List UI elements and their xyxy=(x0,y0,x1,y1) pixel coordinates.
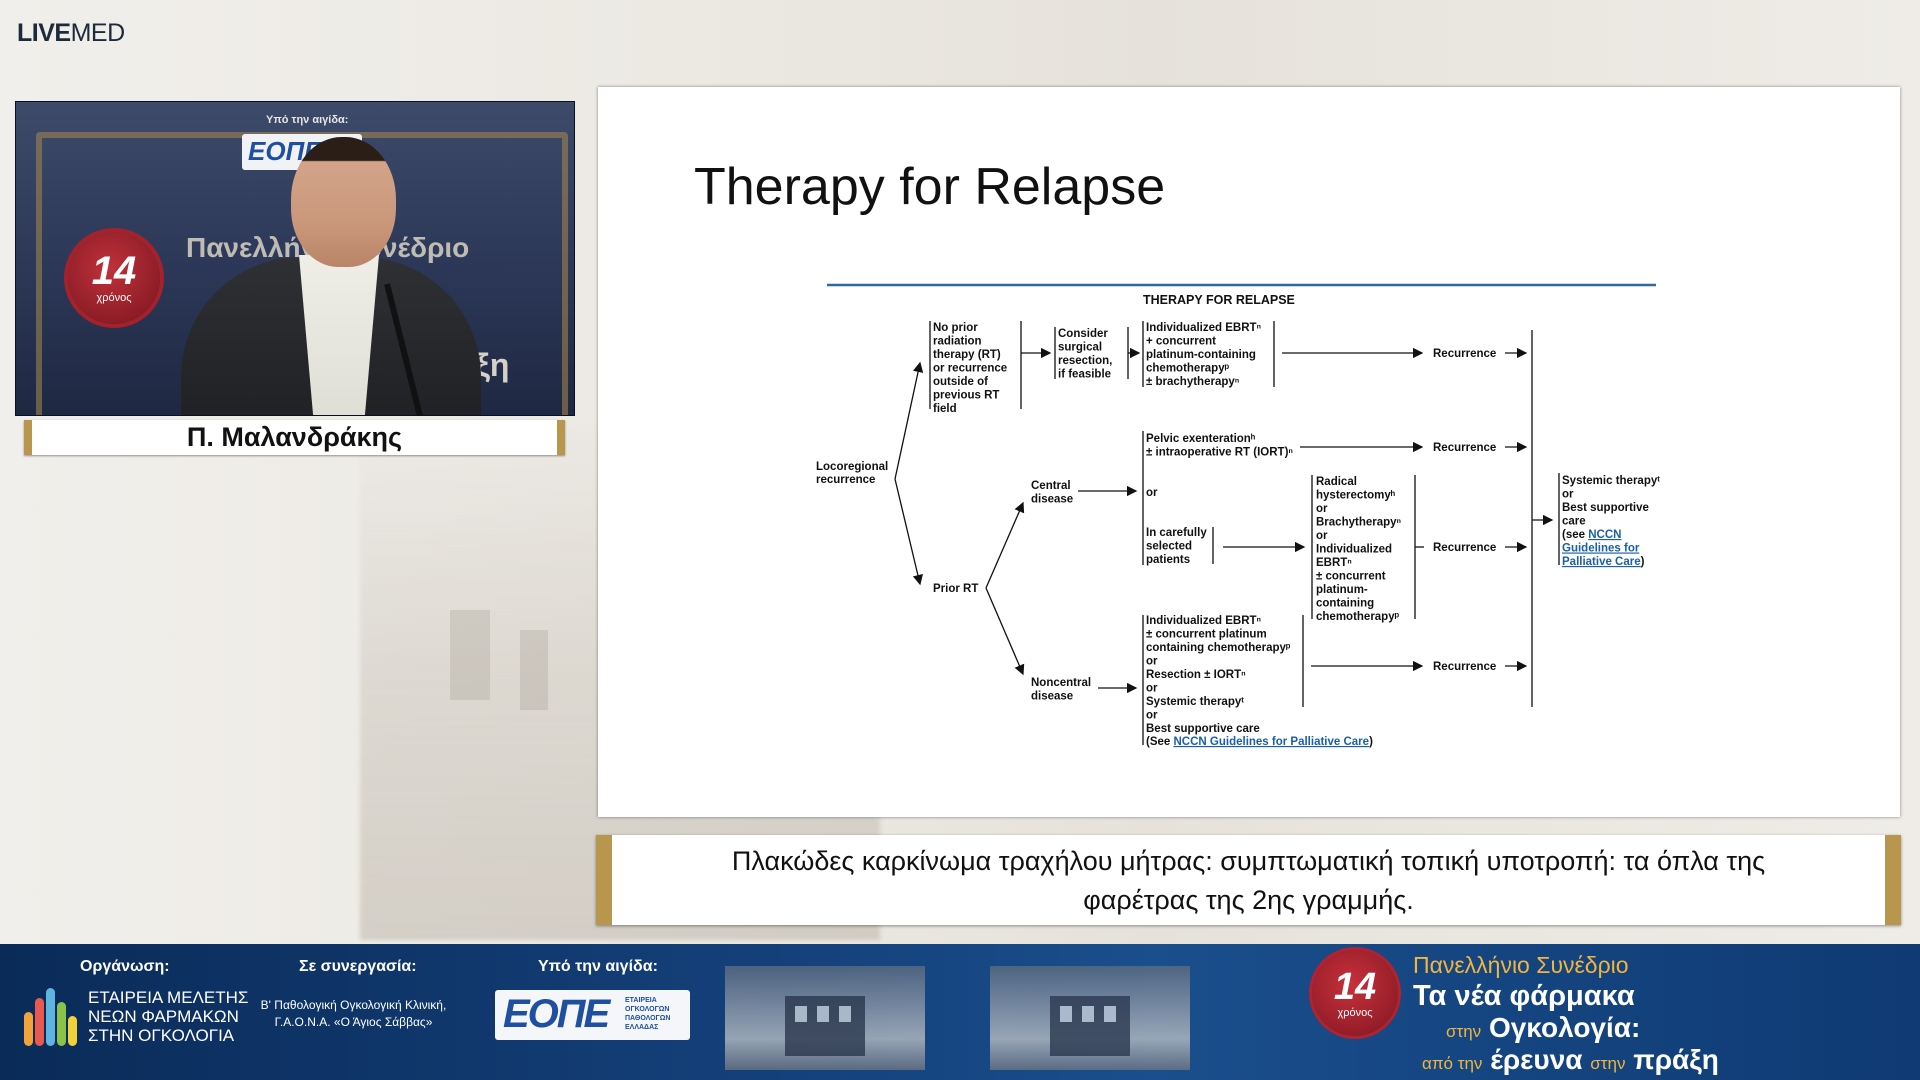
caption-line-1: Πλακώδες καρκίνωμα τραχήλου μήτρας: συμπ… xyxy=(731,846,1766,876)
palliative-care-reference-bottom: (See NCCN Guidelines for Palliative Care… xyxy=(1146,736,1373,748)
arrow-prior-noncentral xyxy=(985,587,1025,676)
conference-line-1: Πανελλήνιο Συνέδριο xyxy=(1413,952,1629,978)
video-sponsor-label: Υπό την αιγίδα: xyxy=(266,114,349,126)
diagram-heading: THERAPY FOR RELAPSE xyxy=(1143,293,1295,307)
presentation-slide: Therapy for Relapse THERAPY FOR RELAPSE … xyxy=(598,87,1900,817)
recurrence-label-2: Recurrence xyxy=(1433,442,1496,454)
video-seal-icon: 14 χρόνος xyxy=(68,232,160,324)
slide-title: Therapy for Relapse xyxy=(694,158,1166,216)
livemed-logo: LIVEMED xyxy=(17,19,125,47)
tram-photo-2 xyxy=(990,966,1190,1070)
collaboration-name: Β' Παθολογική Ογκολογική Κλινική, Γ.Α.Ο.… xyxy=(260,998,447,1029)
organizer-name: ΕΤΑΙΡΕΙΑ ΜΕΛΕΤΗΣ ΝΕΩΝ ΦΑΡΜΑΚΩΝ ΣΤΗΝ ΟΓΚΟ… xyxy=(88,988,249,1045)
collaboration-label: Σε συνεργασία: xyxy=(299,958,417,975)
palliative-care-link-right[interactable]: NCCN xyxy=(1588,529,1621,541)
pelvic-exenteration-box: Pelvic exenterationʰ± intraoperative RT … xyxy=(1146,433,1293,459)
recurrence-label-1: Recurrence xyxy=(1433,348,1496,360)
palliative-care-link-bottom[interactable]: NCCN Guidelines for Palliative Care xyxy=(1174,736,1370,748)
systemic-therapy-box: Systemic therapyᵗ or Best supportive car… xyxy=(1562,475,1663,568)
speaker-shirt xyxy=(299,255,379,415)
prior-rt-label: Prior RT xyxy=(933,583,978,595)
conference-seal-icon: 14 χρόνος xyxy=(1312,950,1398,1036)
recurrence-label-4: Recurrence xyxy=(1433,661,1496,673)
speaker-name-bar: Π. Μαλανδράκης xyxy=(24,420,565,455)
ebrt-bottom-box: Individualized EBRTⁿ ± concurrent platin… xyxy=(1146,615,1294,735)
background-window xyxy=(520,630,548,710)
ebrt-top-box: Individualized EBRTⁿ + concurrent platin… xyxy=(1146,322,1264,388)
background-window xyxy=(450,610,490,700)
conference-line-3: στην Ογκολογία: xyxy=(1446,1012,1641,1043)
eope-logo: ΕΟΠΕ ΕΤΑΙΡΕΙΑ ΟΓΚΟΛΟΓΩΝ ΠΑΘΟΛΟΓΩΝ ΕΛΛΑΔΑ… xyxy=(495,990,690,1040)
talk-caption: Πλακώδες καρκίνωμα τραχήλου μήτρας: συμπ… xyxy=(596,835,1901,925)
speaker-name: Π. Μαλανδράκης xyxy=(186,422,403,452)
aegis-label: Υπό την αιγίδα: xyxy=(538,958,658,975)
speaker-head xyxy=(291,137,396,267)
organizer-label: Οργάνωση: xyxy=(80,958,170,975)
recurrence-label-3: Recurrence xyxy=(1433,542,1496,554)
consider-surgery-box: Consider surgical resection, if feasible xyxy=(1058,328,1116,381)
conference-line-4: από την έρευνα στην πράξη xyxy=(1422,1044,1719,1075)
organizer-logo-icon xyxy=(24,988,84,1046)
conference-line-2: Τα νέα φάρμακα xyxy=(1413,980,1635,1012)
radical-hysterectomy-box: Radical hysterectomyʰ or Brachytherapyⁿ … xyxy=(1316,476,1404,623)
arrow-prior-central xyxy=(985,501,1025,589)
speaker-video: Πανελλήνιο Συνέδριο άξη Υπό την αιγίδα: … xyxy=(15,101,575,416)
footer-banner: Οργάνωση: ΕΤΑΙΡΕΙΑ ΜΕΛΕΤΗΣ ΝΕΩΝ ΦΑΡΜΑΚΩΝ… xyxy=(0,944,1920,1080)
arrow-locoregional-prior xyxy=(894,478,923,586)
no-prior-rt-box: No prior radiation therapy (RT) or recur… xyxy=(933,322,1010,415)
tram-photo-1 xyxy=(725,966,925,1070)
carefully-selected-box: In carefully selected patients xyxy=(1146,527,1210,566)
or-label: or xyxy=(1146,487,1158,499)
caption-line-2: φαρέτρας της 2ης γραμμής. xyxy=(1083,885,1414,915)
arrow-locoregional-noprior xyxy=(894,361,924,480)
